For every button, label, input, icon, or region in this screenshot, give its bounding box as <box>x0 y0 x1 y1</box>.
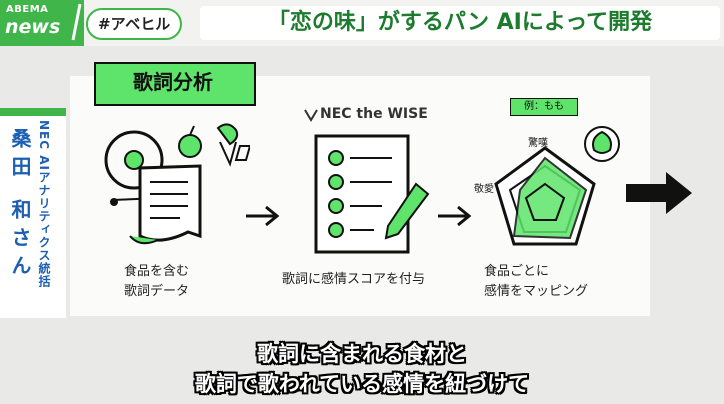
subtitle-line-2: 歌詞で歌われている感情を紐づけて <box>194 372 530 396</box>
step2-caption: 歌詞に感情スコアを付与 <box>282 272 426 287</box>
speaker-title: NEC AIアナリティクス統括 <box>37 120 51 288</box>
nec-the-wise-logo: NEC the WISE <box>320 106 428 122</box>
speaker-caption-accent <box>0 108 66 116</box>
logo-abema-text: ABEMA <box>6 4 49 15</box>
arrow-right-icon <box>246 205 280 227</box>
abema-news-logo[interactable] <box>0 0 84 46</box>
nec-logo-icon <box>304 109 318 122</box>
step1-caption-line1: 食品を含む <box>124 264 190 279</box>
step1-caption-line2: 歌詞データ <box>124 284 190 299</box>
arrow-right-icon <box>438 205 472 227</box>
logo-news-text: news <box>5 16 61 38</box>
radar-label-surprise: 驚嘆 <box>528 138 548 149</box>
speaker-caption-panel <box>0 108 66 318</box>
slide-badge-box <box>94 62 256 106</box>
headline-title: 「恋の味」がするパン AIによって開発 <box>200 6 720 40</box>
peach-icon <box>584 126 620 162</box>
slide-badge-label: 歌詞分析 <box>133 70 213 94</box>
hashtag-badge[interactable]: #アベヒル <box>86 8 183 40</box>
lyrics-food-illustration-icon <box>104 123 250 245</box>
speaker-name: 桑田 和さん <box>8 128 32 283</box>
checklist-icon <box>314 134 430 254</box>
big-arrow-right-icon <box>626 172 692 214</box>
emotion-radar-chart-icon <box>494 146 596 246</box>
example-peach-badge: 例：もも <box>510 98 578 116</box>
step3-caption-line2: 感情をマッピング <box>484 284 589 299</box>
step3-caption-line1: 食品ごとに <box>484 264 550 279</box>
radar-label-respect: 敬愛 <box>474 184 494 195</box>
subtitle-line-1: 歌詞に含まれる食材と <box>257 342 467 366</box>
logo-slash-icon <box>71 3 82 41</box>
